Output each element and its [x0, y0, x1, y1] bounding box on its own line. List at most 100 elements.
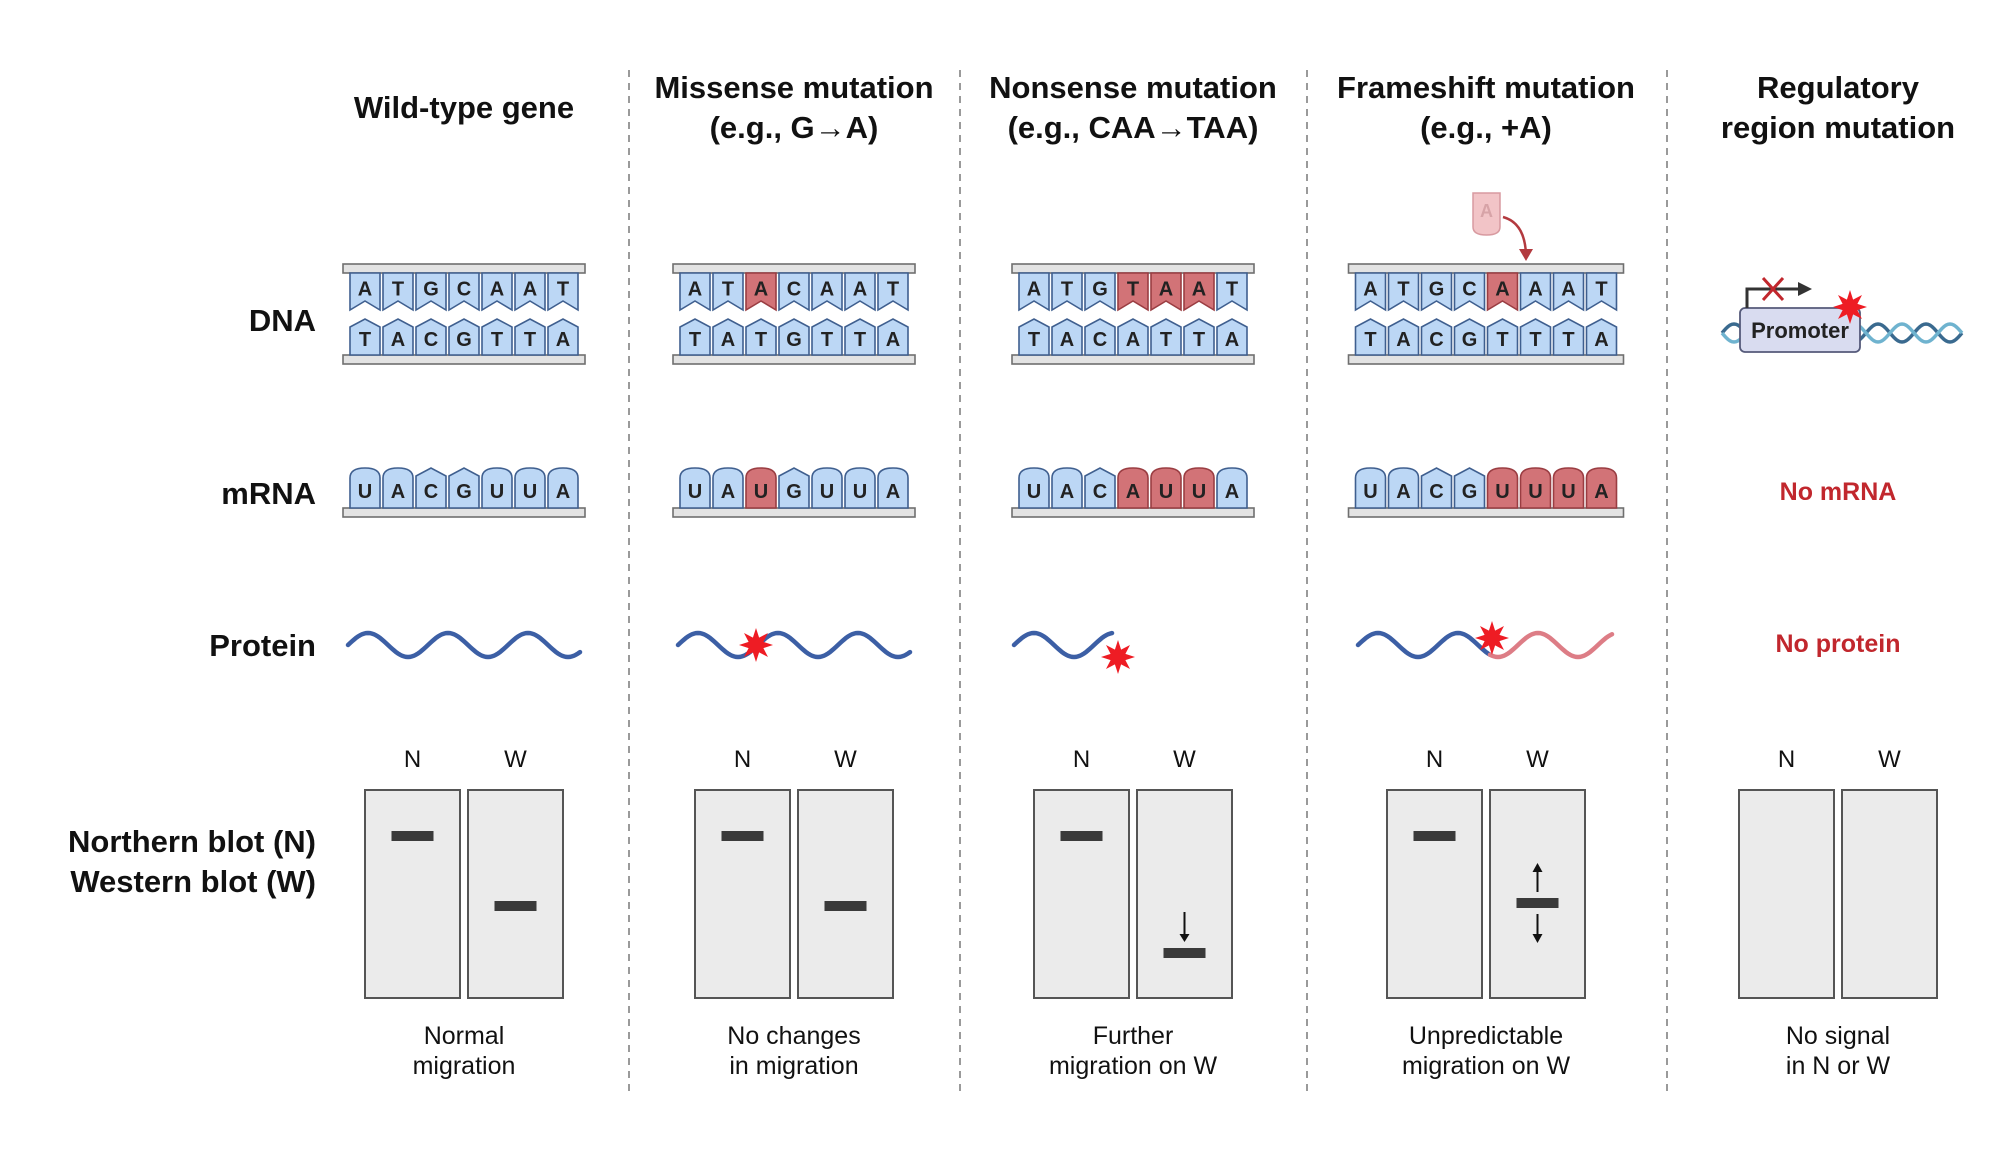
mutation-star-icon [739, 628, 773, 662]
western-band [1163, 948, 1206, 958]
dna-top-base [415, 272, 447, 312]
mrna-base [1519, 467, 1552, 509]
column-title: Frameshift mutation [1337, 70, 1635, 105]
dna-bottom-base [844, 318, 876, 356]
column-title: Wild-type gene [354, 90, 574, 125]
base-letter: G [456, 329, 472, 351]
dna-top-base [679, 272, 711, 312]
base-letter: U [754, 481, 768, 503]
row-label-northern: Northern blot (N) [68, 824, 316, 859]
dna-top-base [1519, 272, 1552, 312]
mrna-base [1420, 467, 1453, 509]
base-letter: A [1594, 481, 1608, 503]
mrna-base [844, 467, 876, 509]
northern-band [1060, 831, 1103, 841]
column-subtitle: (e.g., +A) [1420, 110, 1552, 145]
base-letter: A [1060, 481, 1074, 503]
base-letter: A [556, 481, 570, 503]
dna-bottom-base [547, 318, 579, 356]
base-letter: A [1126, 481, 1140, 503]
caption-line-1: Further [1093, 1022, 1174, 1050]
dna-bottom-base [514, 318, 546, 356]
protein-chain [1355, 630, 1493, 660]
base-letter: T [821, 329, 833, 351]
dna-top-base [844, 272, 876, 312]
caption-line-1: No changes [727, 1022, 860, 1050]
mrna-base [382, 467, 414, 509]
mrna-rail [672, 507, 916, 518]
protein-chain [1011, 630, 1115, 660]
base-letter: A [391, 481, 405, 503]
northern-lane [694, 789, 791, 999]
dna-bottom-base [1453, 318, 1486, 356]
base-letter: T [1364, 329, 1376, 351]
blocked-x-icon [1761, 276, 1785, 302]
dna-top-base [1084, 272, 1116, 312]
dna-top-rail [672, 263, 916, 274]
base-letter: T [1193, 329, 1205, 351]
dna-top-base [1486, 272, 1519, 312]
base-letter: G [1462, 329, 1478, 351]
mrna-base [1486, 467, 1519, 509]
mrna-base [448, 467, 480, 509]
dna-top-base [481, 272, 513, 312]
base-letter: U [1159, 481, 1173, 503]
lane-label-w: W [1878, 746, 1901, 773]
base-letter: T [1595, 279, 1607, 301]
dna-bottom-base [1552, 318, 1585, 356]
caption-line-2: migration on W [1402, 1052, 1571, 1080]
base-letter: U [820, 481, 834, 503]
base-letter: T [1028, 329, 1040, 351]
base-letter: A [1159, 279, 1173, 301]
base-letter: A [1396, 329, 1410, 351]
base-letter: U [523, 481, 537, 503]
dna-top-base [1150, 272, 1182, 312]
mrna-base [1183, 467, 1215, 509]
inserted-base-icon [1472, 192, 1501, 236]
base-letter: G [786, 481, 802, 503]
base-letter: T [392, 279, 404, 301]
base-letter: U [1363, 481, 1377, 503]
arrowhead-icon [1532, 934, 1543, 943]
western-band [824, 901, 867, 911]
lane-label-n: N [1426, 746, 1443, 773]
inserted-base-letter: A [1480, 201, 1493, 221]
base-letter: A [1060, 329, 1074, 351]
base-letter: A [1027, 279, 1041, 301]
base-letter: A [1363, 279, 1377, 301]
column-title: Missense mutation [654, 70, 933, 105]
dna-bottom-base [448, 318, 480, 356]
base-letter: G [456, 481, 472, 503]
mrna-base [1150, 467, 1182, 509]
dna-top-base [1453, 272, 1486, 312]
dna-top-rail [1347, 263, 1625, 274]
base-letter: U [1192, 481, 1206, 503]
mrna-base [778, 467, 810, 509]
dna-bottom-base [382, 318, 414, 356]
mrna-base [877, 467, 909, 509]
dna-bottom-base [1486, 318, 1519, 356]
base-letter: T [359, 329, 371, 351]
base-letter: G [1092, 279, 1108, 301]
arrowhead-icon [1532, 863, 1543, 872]
mrna-base [514, 467, 546, 509]
base-letter: C [1462, 279, 1476, 301]
base-letter: C [424, 329, 438, 351]
mrna-base [349, 467, 381, 509]
base-letter: A [358, 279, 372, 301]
western-band [1516, 898, 1559, 908]
base-letter: G [1429, 279, 1445, 301]
base-letter: A [1495, 279, 1509, 301]
dna-bottom-base [415, 318, 447, 356]
dna-top-base [745, 272, 777, 312]
mutation-star-icon [1833, 290, 1867, 324]
dna-bottom-rail [672, 354, 916, 365]
dna-bottom-base [778, 318, 810, 356]
northern-lane [1386, 789, 1483, 999]
base-letter: T [1160, 329, 1172, 351]
base-letter: A [1126, 329, 1140, 351]
dna-bottom-base [1117, 318, 1149, 356]
base-letter: T [1061, 279, 1073, 301]
mrna-base [547, 467, 579, 509]
